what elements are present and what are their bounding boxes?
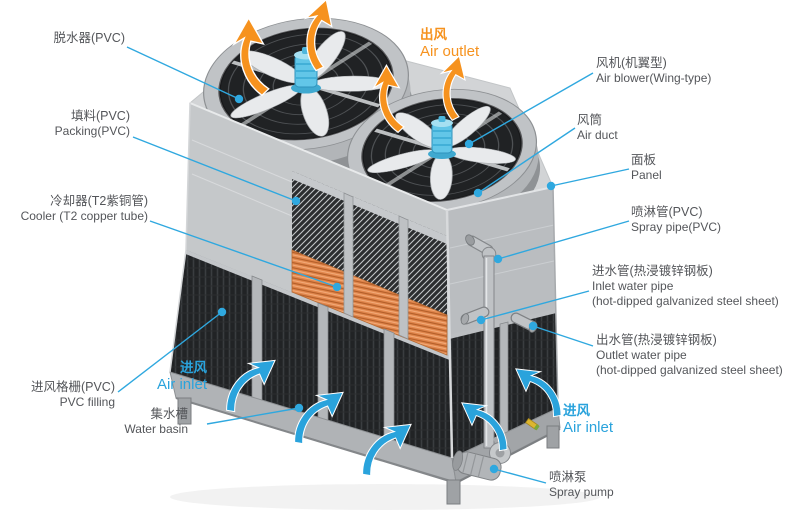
leader-lines — [117, 46, 630, 484]
label-air-inlet-left: 进风 Air inlet — [156, 360, 207, 394]
leader-dots — [217, 94, 556, 474]
label-dehydrator: 脱水器(PVC) — [53, 31, 125, 45]
air-inlet-louvers-left — [170, 250, 452, 458]
inlet-water-pipe — [460, 306, 490, 325]
panel-seams-left — [191, 139, 293, 217]
label-spray-pump: 喷淋泵 Spray pump — [549, 470, 614, 500]
label-pvc-filling: 进风格栅(PVC) PVC filling — [30, 380, 115, 410]
label-air-blower: 风机(机翼型) Air blower(Wing-type) — [596, 56, 712, 86]
fan-right-motor — [428, 116, 456, 159]
label-spray-pipe: 喷淋管(PVC) Spray pipe(PVC) — [631, 205, 722, 235]
label-air-inlet-right: 进风 Air inlet — [563, 403, 614, 437]
basin-feet — [177, 397, 560, 505]
label-air-outlet: 出风 Air outlet — [420, 27, 480, 61]
label-outlet-water-pipe: 出水管(热浸镀锌钢板) Outlet water pipe (hot-dippe… — [596, 333, 783, 377]
label-cooler: 冷却器(T2紫铜管) Cooler (T2 copper tube) — [20, 194, 148, 224]
label-air-duct: 风筒 Air duct — [577, 113, 618, 143]
panel-seams-right — [449, 224, 555, 285]
fan-right-blades — [367, 106, 516, 200]
spray-pipe — [465, 234, 497, 449]
label-packing: 填料(PVC) Packing(PVC) — [54, 109, 130, 139]
label-water-basin: 集水槽 Water basin — [124, 407, 188, 437]
louver-post-right — [499, 321, 509, 438]
ground-shadow — [170, 484, 600, 510]
label-inlet-water-pipe: 进水管(热浸镀锌钢板) Inlet water pipe (hot-dipped… — [592, 264, 779, 308]
cutaway-mullions — [343, 192, 409, 340]
drain-fitting — [525, 417, 540, 431]
spray-pump-assembly — [452, 435, 511, 481]
label-panel: 面板 Panel — [631, 153, 662, 183]
body-edges — [169, 102, 559, 459]
